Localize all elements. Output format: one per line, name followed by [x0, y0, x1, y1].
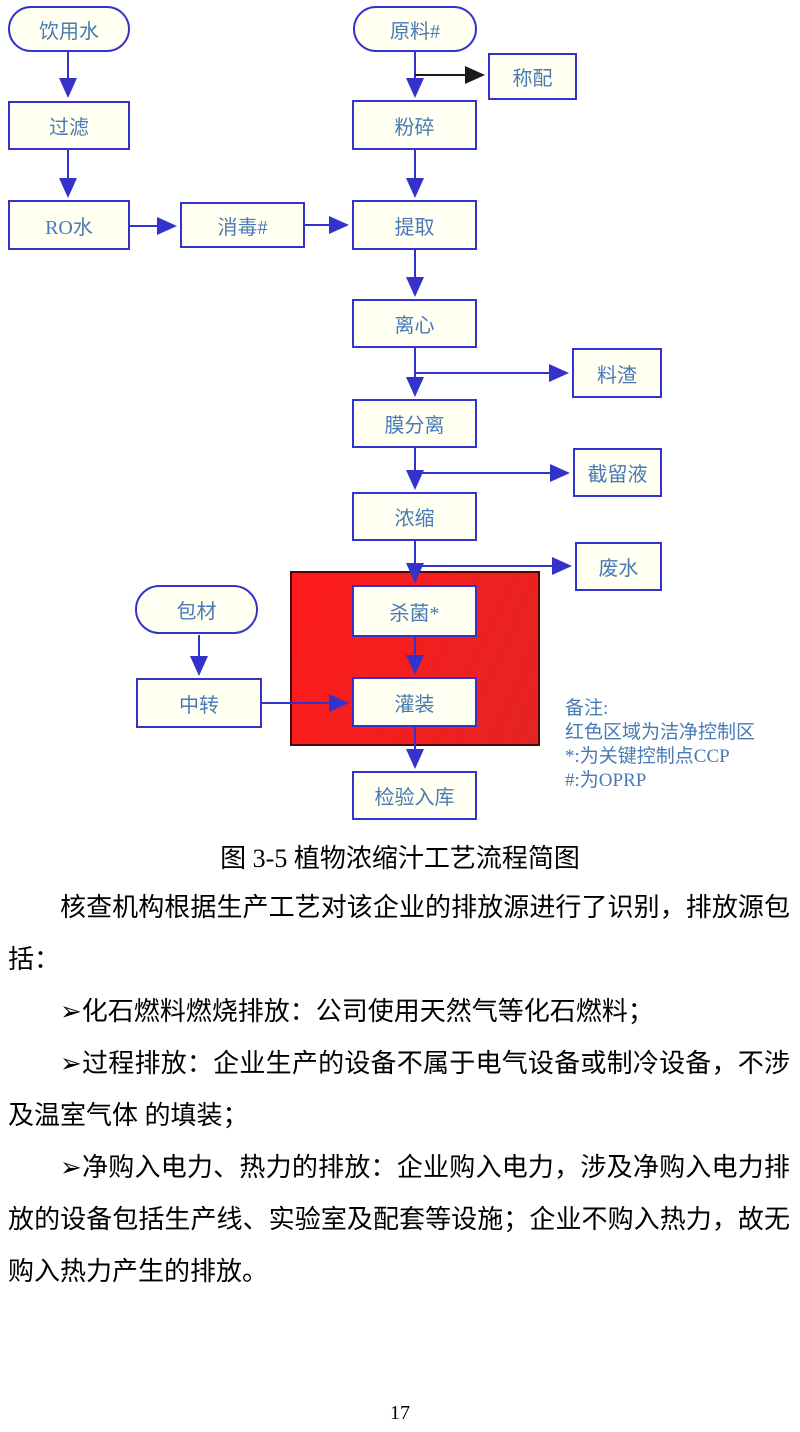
flow-node-extraction: 提取 [352, 200, 477, 250]
paragraph-emission-sources: 核查机构根据生产工艺对该企业的排放源进行了识别，排放源包括： [8, 893, 790, 974]
paragraph-process-emission: ➢过程排放：企业生产的设备不属于电气设备或制冷设备，不涉及温室气体 的填装； [8, 1049, 790, 1130]
flow-node-membrane-separation: 膜分离 [352, 399, 477, 448]
note-line-title: 备注: [565, 698, 609, 719]
flow-node-sterilization: 杀菌* [352, 585, 477, 637]
flow-node-inspection-storage: 检验入库 [352, 771, 477, 820]
flow-node-concentration: 浓缩 [352, 492, 477, 541]
note-line-ccp: *:为关键控制点CCP [565, 746, 730, 767]
process-flowchart: 饮用水 原料# 称配 过滤 粉碎 RO水 消毒# 提取 离心 料渣 膜分离 截留… [8, 6, 755, 820]
flow-node-residue: 料渣 [572, 348, 662, 398]
flow-node-drinking-water: 饮用水 [8, 6, 130, 52]
flow-node-packaging-material: 包材 [135, 585, 258, 634]
flow-node-filtration: 过滤 [8, 101, 130, 150]
paragraph-fossil-fuel: ➢化石燃料燃烧排放：公司使用天然气等化石燃料； [60, 997, 654, 1026]
flow-node-raw-material: 原料# [353, 6, 477, 52]
flow-node-centrifugation: 离心 [352, 299, 477, 348]
flow-arrows [59, 52, 572, 769]
flow-node-transfer: 中转 [136, 678, 262, 728]
flow-node-crushing: 粉碎 [352, 100, 477, 150]
flow-node-filling: 灌装 [352, 677, 477, 727]
paragraph-purchased-electricity: ➢净购入电力、热力的排放：企业购入电力，涉及净购入电力排放的设备包括生产线、实验… [8, 1153, 790, 1286]
flow-node-weighing: 称配 [488, 53, 577, 100]
flow-node-ro-water: RO水 [8, 200, 130, 250]
figure-caption: 图 3-5 植物浓缩汁工艺流程简图 [220, 844, 580, 873]
note-line-oprp: #:为OPRP [565, 770, 647, 791]
flow-node-retentate: 截留液 [573, 448, 662, 497]
body-text: 核查机构根据生产工艺对该企业的排放源进行了识别，排放源包括： ➢化石燃料燃烧排放… [8, 882, 790, 1298]
legend-notes: 备注: 红色区域为洁净控制区 *:为关键控制点CCP #:为OPRP [565, 697, 755, 793]
flow-node-wastewater: 废水 [575, 542, 662, 591]
note-line-red-zone: 红色区域为洁净控制区 [565, 722, 756, 743]
page-number: 17 [390, 1402, 410, 1424]
flow-node-disinfection: 消毒# [180, 202, 305, 248]
